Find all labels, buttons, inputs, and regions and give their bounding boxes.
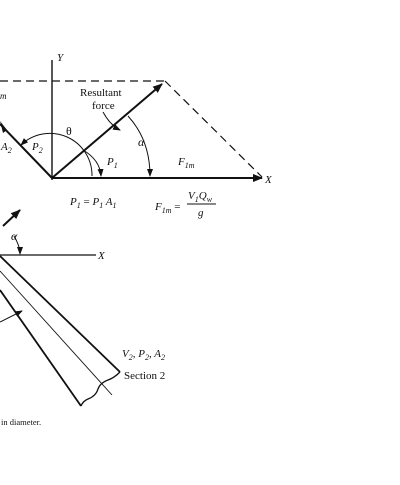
theta-label: θ xyxy=(66,124,72,138)
section-values-label: V2, P2, A2 xyxy=(122,348,165,362)
equation-p1: P1 = P1 A1 xyxy=(69,196,116,210)
y-axis-label: Y xyxy=(57,52,65,64)
p2-arrowhead xyxy=(0,121,7,133)
alpha-arc-lower xyxy=(13,235,23,255)
x-axis-label-lower: X xyxy=(97,250,106,262)
resultant-label-line1: Resultant xyxy=(80,87,122,99)
p1-label: P1 xyxy=(106,156,118,170)
resultant-leader xyxy=(102,111,121,131)
diameter-indicator-arrow xyxy=(0,310,23,323)
x-axis-label-upper: X xyxy=(264,174,273,186)
p1-arc xyxy=(82,149,104,177)
p2-force-line xyxy=(0,123,53,179)
resultant-label-line2: force xyxy=(92,100,115,112)
alpha-arc-upper xyxy=(127,115,153,177)
cut-letter: m xyxy=(0,91,7,101)
f1m-label: F1m xyxy=(177,156,195,170)
theta-arc xyxy=(20,132,93,177)
pipe-upper-wall xyxy=(0,255,121,373)
dashed-right-line xyxy=(164,80,263,178)
alpha-label-lower: α xyxy=(11,229,18,243)
flow-arrow xyxy=(2,209,21,227)
equation-f1m-lhs: F1m = xyxy=(154,201,180,215)
a2-label: A2 xyxy=(0,141,12,155)
equation-f1m-denominator: g xyxy=(198,207,204,219)
section-cut-edge xyxy=(80,371,121,407)
caption-fragment: in diameter. xyxy=(1,417,41,427)
pipe-lower-wall xyxy=(0,289,82,407)
p2-label: P2 xyxy=(31,141,43,155)
pipe-centerline xyxy=(0,270,113,396)
alpha-label-upper: α xyxy=(138,135,145,149)
resultant-force-arrow xyxy=(51,83,163,179)
section-name-label: Section 2 xyxy=(124,370,165,382)
equation-f1m-numerator: V1Qw xyxy=(188,190,213,204)
